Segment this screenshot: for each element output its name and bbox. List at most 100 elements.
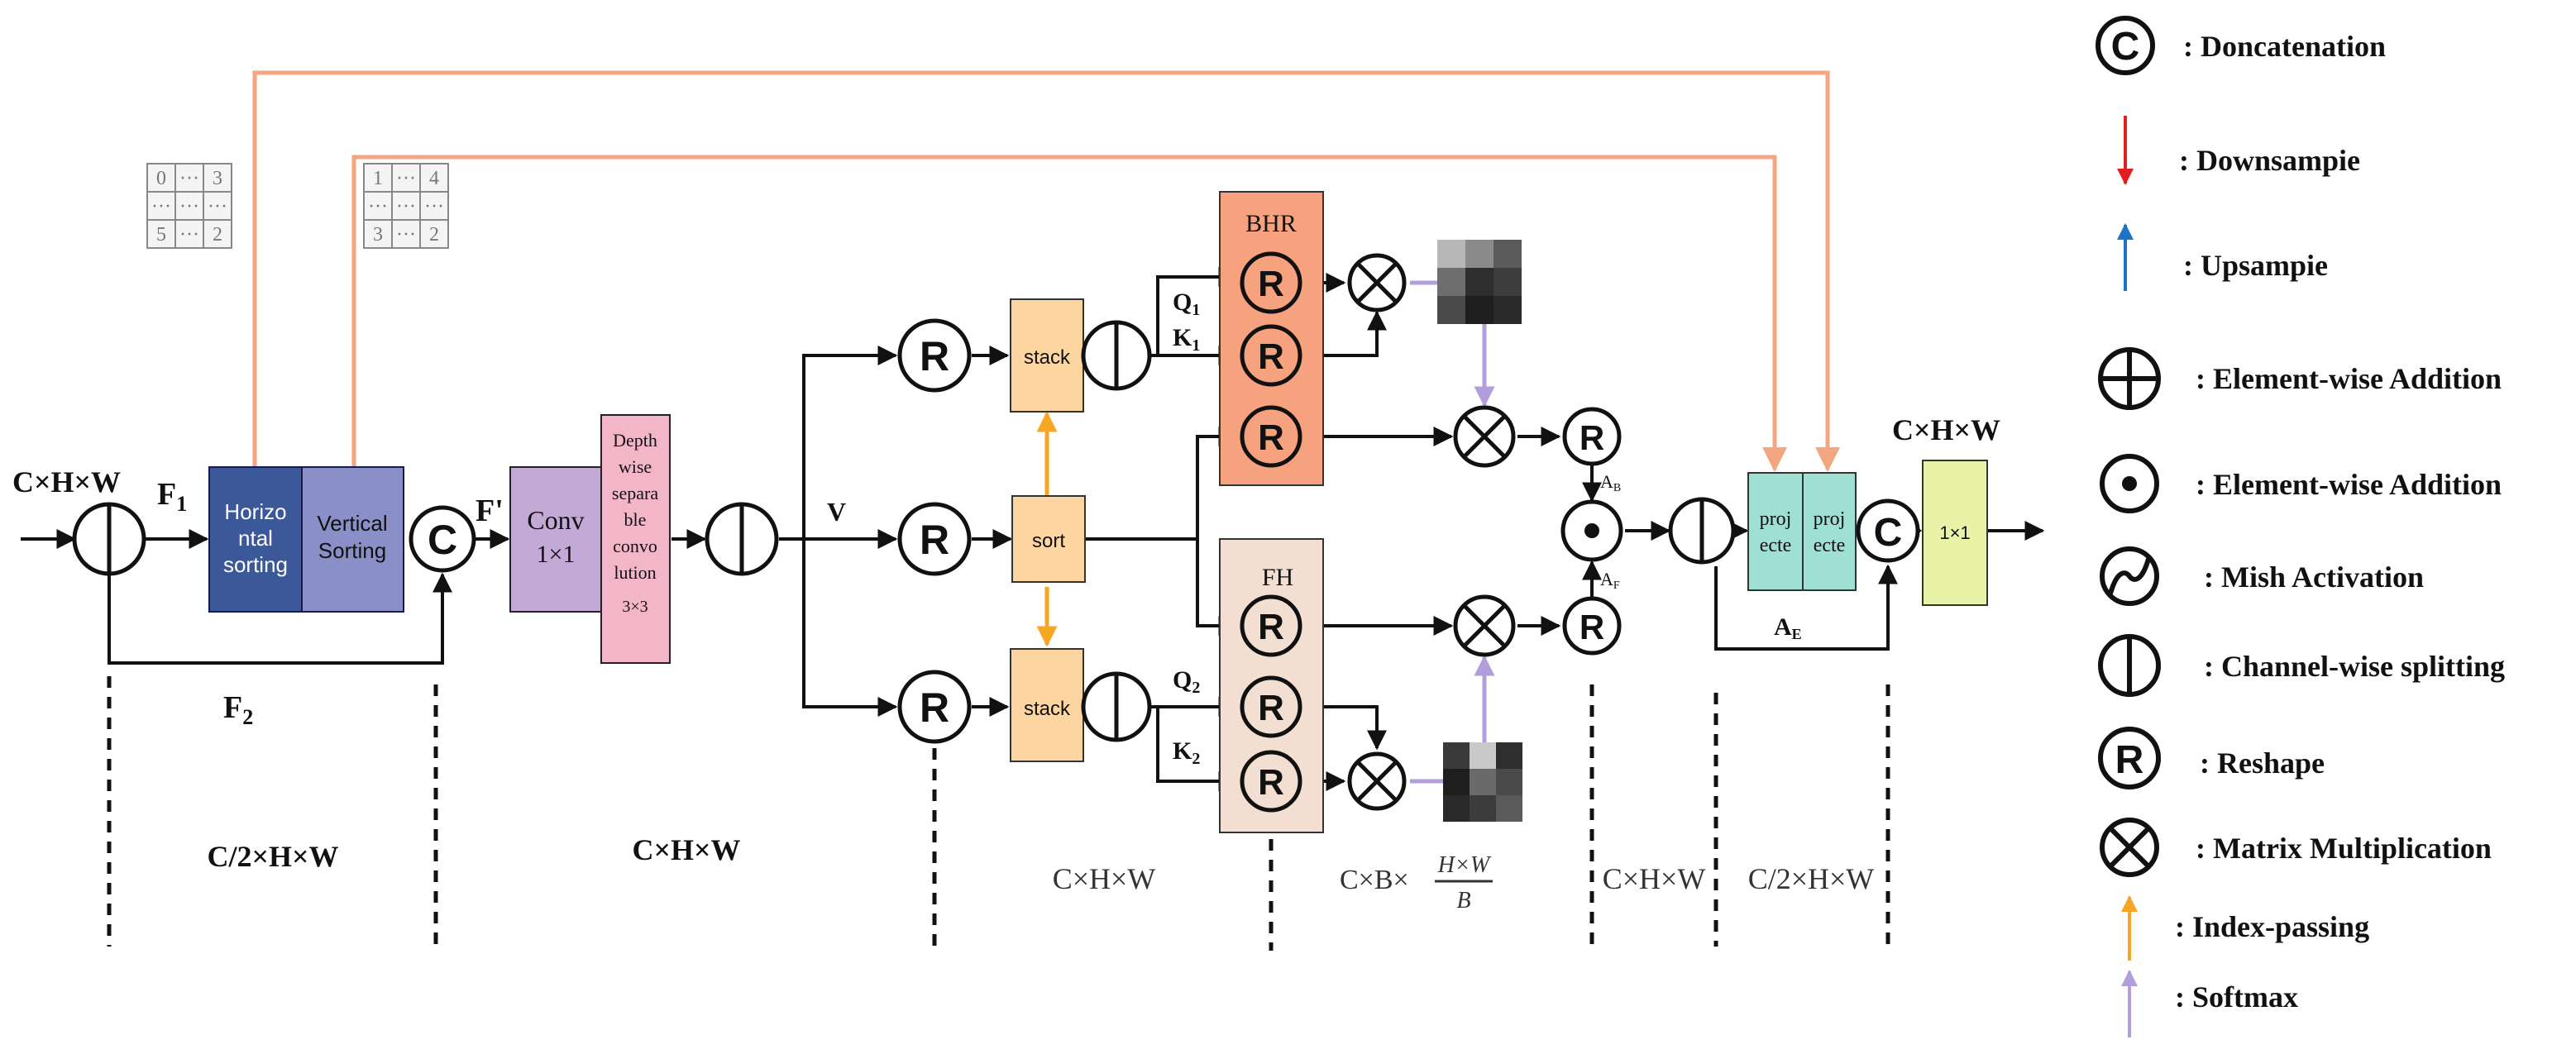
- grid-cell: [203, 191, 232, 221]
- grid-cell: [174, 219, 204, 249]
- channel-split-icon: [2098, 634, 2161, 697]
- grid-cell: [146, 163, 176, 193]
- channel-split-2: [705, 502, 779, 576]
- reshape-top-symbol: R: [920, 333, 949, 379]
- legend-concat-symbol: C: [2111, 25, 2140, 69]
- legend-reshape-symbol: R: [2115, 738, 2144, 782]
- index-grid-right: 1···4·········3···2: [363, 163, 449, 249]
- horizontal-sorting-line-2: ntal: [238, 526, 273, 551]
- grid-cell: [363, 163, 393, 193]
- reshape-icon: R: [2098, 727, 2161, 789]
- matmul-v2: [1453, 594, 1516, 657]
- sort-to-v-paths: [1085, 427, 1239, 541]
- grid-cell-value: ···: [368, 196, 388, 217]
- dw-line-2: wise: [619, 456, 652, 477]
- heatmap-cell: [1437, 268, 1465, 296]
- projecte-block-2: proj ecte: [1802, 472, 1857, 591]
- legend-text-softmax: : Softmax: [2175, 980, 2298, 1013]
- element-wise-product: [1560, 499, 1623, 562]
- input-dim-label: C×H×W: [12, 465, 121, 498]
- skip-line-horizontal: [252, 70, 1840, 472]
- q2-label: Q2: [1173, 666, 1200, 697]
- grid-cell-value: 0: [156, 168, 166, 189]
- k1-to-matmul: [1302, 310, 1387, 357]
- reshape-af-symbol: R: [1580, 608, 1604, 646]
- ab-label: AB: [1600, 471, 1621, 494]
- heatmap-cell: [1494, 296, 1522, 324]
- conv-label: Conv: [527, 505, 584, 535]
- grid-cell: [419, 219, 449, 249]
- element-wise-addition-icon: [2098, 347, 2161, 410]
- fhr-block: FH: [1219, 538, 1324, 833]
- reshape-mid-symbol: R: [920, 517, 949, 563]
- conv-kernel: 1×1: [537, 541, 576, 568]
- reshape-v2: R: [1240, 594, 1302, 657]
- stack-bottom-label: stack: [1024, 698, 1071, 720]
- heatmap-cell: [1496, 742, 1522, 769]
- ae-label: AE: [1774, 613, 1802, 642]
- skip-line-vertical: [351, 155, 1787, 472]
- heatmap-cell: [1470, 769, 1496, 795]
- reshape-k1: R: [1240, 324, 1302, 387]
- reshape-ab-symbol: R: [1580, 418, 1604, 457]
- dw-line-4: ble: [624, 509, 647, 530]
- fhr-label: FH: [1262, 564, 1293, 591]
- output-dim-label: C×H×W: [1892, 413, 2000, 446]
- reshape-ab: R: [1562, 407, 1622, 466]
- grid-cell-value: ···: [179, 224, 199, 246]
- f-prime-label: F': [476, 494, 504, 528]
- matmul-v1: [1453, 405, 1516, 468]
- heatmap-cell: [1496, 769, 1522, 795]
- channel-split-5: [1668, 497, 1736, 565]
- dim-stage-4: C×B× H×W B: [1340, 852, 1493, 913]
- proj2-line-1: proj: [1814, 508, 1846, 530]
- grid-cell-value: 2: [213, 224, 222, 246]
- dim-stage-4-prefix: C×B×: [1340, 865, 1409, 895]
- horizontal-sorting-line-1: Horizo: [224, 499, 286, 524]
- legend-text-matmul: : Matrix Multiplication: [2196, 832, 2492, 865]
- heatmap-cell: [1443, 742, 1470, 769]
- sort-block: sort: [1011, 495, 1086, 583]
- f2-line: [108, 572, 452, 665]
- concat-2: C: [1856, 498, 1920, 563]
- dim-stage-2: C×H×W: [632, 833, 740, 866]
- reshape-v1-symbol: R: [1258, 417, 1284, 458]
- concat-2-symbol: C: [1874, 511, 1903, 555]
- legend-text-addition: : Element-wise Addition: [2196, 362, 2502, 395]
- attention-map-bottom: [1443, 742, 1522, 822]
- q2-to-matmul: [1302, 705, 1387, 751]
- dim-stage-5: C×H×W: [1603, 862, 1706, 895]
- reshape-af: R: [1562, 596, 1622, 656]
- stack-top-block: stack: [1010, 298, 1084, 413]
- dim-stage-4-denominator: B: [1456, 888, 1470, 913]
- attention-map-top: [1437, 240, 1522, 324]
- dim-stage-3: C×H×W: [1053, 862, 1156, 895]
- heatmap-cell: [1496, 795, 1522, 822]
- grid-cell: [363, 219, 393, 249]
- af-label: AF: [1600, 569, 1620, 592]
- sort-label: sort: [1032, 530, 1065, 552]
- k2-label: K2: [1173, 737, 1200, 768]
- index-grid-left: 0···3·········5···2: [146, 163, 232, 249]
- matrix-multiplication-icon: [2100, 818, 2159, 877]
- legend: C : Doncatenation : Downsampie : Upsampi…: [2096, 16, 2505, 1037]
- channel-split-4: [1081, 671, 1152, 742]
- reshape-v1: R: [1240, 405, 1302, 468]
- legend-text-mish: : Mish Activation: [2204, 560, 2424, 594]
- stack-top-label: stack: [1024, 346, 1071, 369]
- dw-line-7: 3×3: [622, 598, 648, 616]
- reshape-mid: R: [897, 502, 972, 576]
- grid-cell-value: ···: [396, 196, 416, 217]
- dw-line-1: Depth: [613, 430, 657, 451]
- grid-cell-value: 3: [373, 224, 383, 246]
- legend-text-concat: : Doncatenation: [2183, 30, 2386, 63]
- bhr-label: BHR: [1245, 210, 1297, 237]
- channel-split-1: [72, 502, 146, 576]
- heatmap-cell: [1494, 268, 1522, 296]
- vertical-sorting-line-2: Sorting: [318, 538, 386, 563]
- grid-cell-value: ···: [396, 224, 416, 246]
- reshape-bottom-symbol: R: [920, 684, 949, 731]
- reshape-q1-symbol: R: [1258, 264, 1284, 304]
- dim-stage-1: C/2×H×W: [207, 840, 338, 873]
